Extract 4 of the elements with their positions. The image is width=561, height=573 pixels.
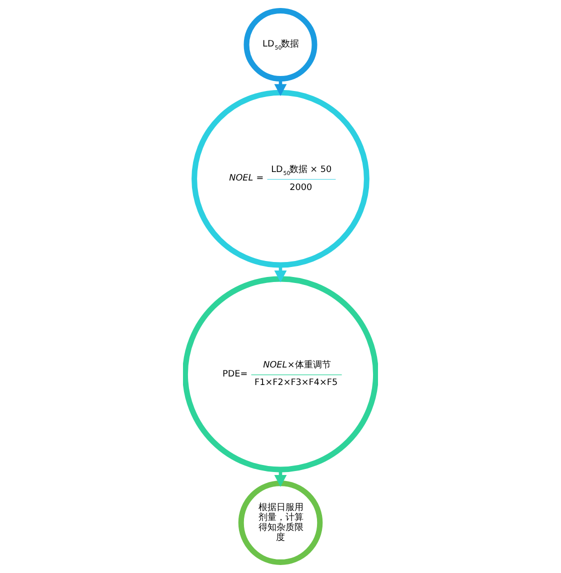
- node-circle: NOEL = LD$_{50}$数据 × 50 2000: [192, 90, 370, 268]
- node-circle: PDE= NOEL×体重调节 F1×F2×F3×F4×F5: [183, 276, 378, 472]
- node-circle: LD$_{50}$数据: [244, 8, 318, 82]
- node-circle: 根据日服用剂量，计算得知杂质限度: [238, 480, 323, 565]
